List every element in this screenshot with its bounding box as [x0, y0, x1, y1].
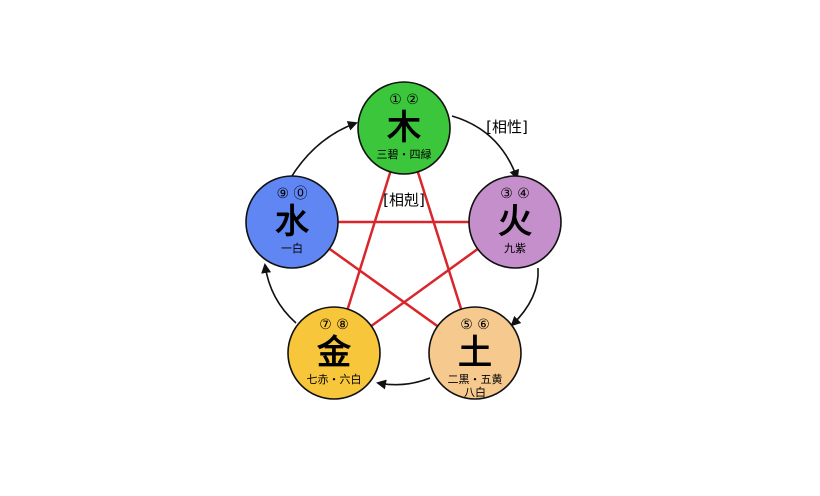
generating-arrow-fire-earth [510, 267, 539, 327]
element-circle-wood [357, 81, 451, 175]
element-circle-earth [428, 306, 522, 400]
element-stars-water: 一白 [281, 241, 303, 255]
element-numbers-earth: ⑤ ⑥ [460, 317, 490, 333]
element-numbers-wood: ① ② [389, 92, 419, 108]
element-numbers-fire: ③ ④ [500, 186, 530, 202]
element-stars-fire: 九紫 [504, 242, 526, 255]
element-stars-wood: 三碧・四緑 [377, 147, 432, 161]
element-stars-earth: 八白 [464, 385, 486, 399]
generating-arrows [261, 115, 539, 390]
generating-arrow-metal-water [261, 263, 297, 324]
element-circle-water [245, 175, 339, 269]
element-circle-fire [468, 175, 562, 269]
element-numbers-metal: ⑦ ⑧ [319, 317, 349, 333]
element-char-metal: 金 [316, 333, 352, 373]
element-char-fire: 火 [498, 202, 532, 242]
generating-arrow-earth-metal [376, 377, 431, 390]
element-stars-earth: 二黒・五黄 [448, 372, 503, 386]
overcoming-label: [相剋] [383, 191, 425, 209]
element-circle-metal [287, 306, 381, 400]
element-stars-metal: 七赤・六白 [307, 372, 362, 386]
element-char-earth: 土 [458, 333, 492, 373]
element-numbers-water: ⑨ ⓪ [276, 186, 307, 202]
generating-label: [相性] [486, 118, 528, 136]
generating-arrow-wood-fire [451, 115, 520, 180]
generating-arrow-water-wood [289, 121, 358, 180]
element-char-water: 水 [275, 202, 310, 242]
element-char-wood: 木 [386, 108, 421, 148]
